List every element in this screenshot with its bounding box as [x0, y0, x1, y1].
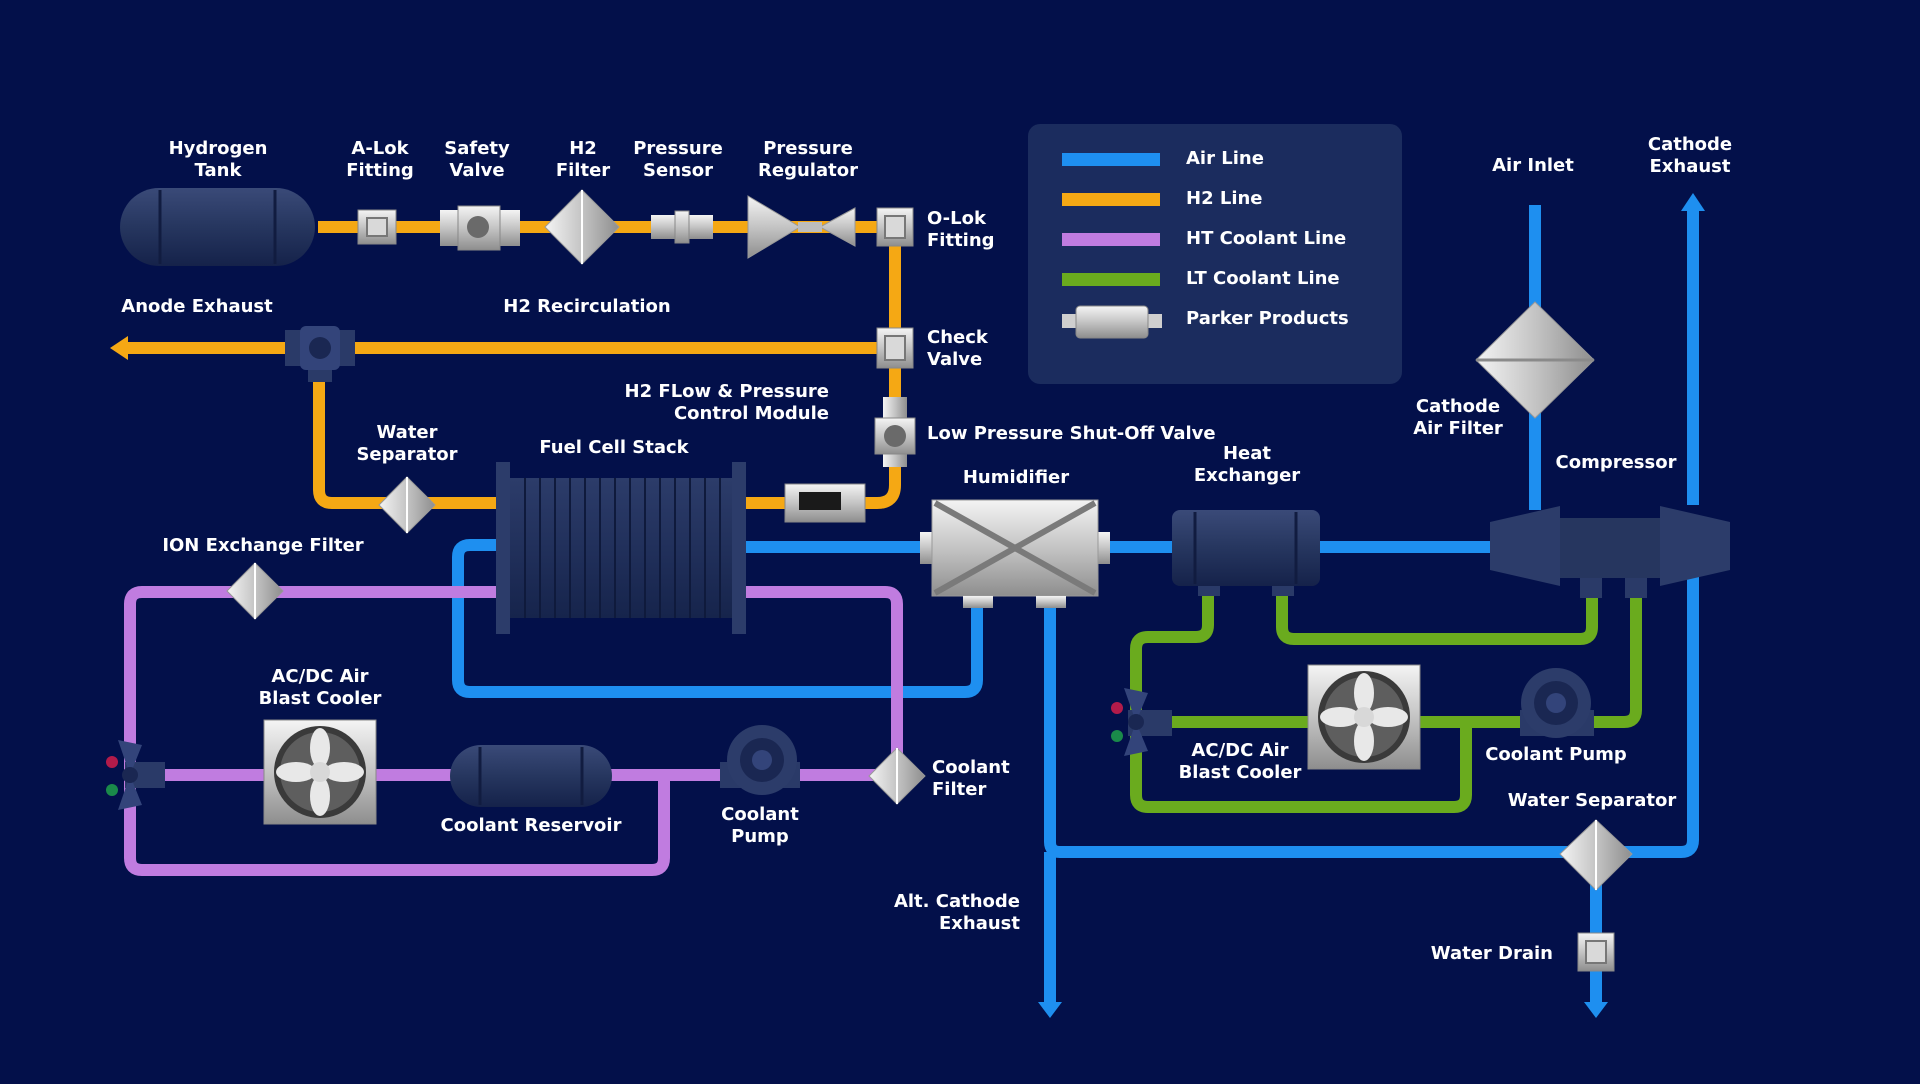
legend-swatch	[1062, 153, 1160, 166]
h2-supply-pipe	[318, 221, 901, 509]
cathode-air-filter[interactable]	[1475, 301, 1595, 419]
fuel-cell-stack[interactable]	[496, 462, 746, 634]
h2-flow-pressure-control-module[interactable]	[784, 483, 866, 523]
legend-item-ht-coolant-line: HT Coolant Line	[1028, 224, 1402, 254]
legend-swatch	[1062, 233, 1160, 246]
lt-cooling-fan-right[interactable]	[1111, 688, 1172, 756]
check-valve[interactable]	[876, 327, 914, 369]
legend: Air Line H2 Line HT Coolant Line LT Cool…	[1028, 124, 1402, 384]
ac-dc-air-blast-cooler-left[interactable]	[263, 719, 377, 825]
h2-recirculation-pump[interactable]	[285, 326, 355, 382]
ion-exchange-filter[interactable]	[226, 562, 284, 620]
water-drain[interactable]	[1577, 932, 1615, 972]
pressure-regulator[interactable]	[747, 195, 856, 259]
label-h2-recirculation: H2 Recirculation	[503, 296, 671, 317]
label-water-drain: Water Drain	[1430, 943, 1553, 964]
label-coolant-pump-right: Coolant Pump	[1485, 744, 1627, 765]
o-lok-fitting[interactable]	[876, 207, 914, 247]
coolant-filter[interactable]	[868, 747, 926, 805]
a-lok-fitting[interactable]	[357, 209, 397, 245]
legend-label: H2 Line	[1186, 188, 1263, 209]
label-low-pressure-valve: Low Pressure Shut-Off Valve	[927, 423, 1216, 444]
coolant-pump-right[interactable]	[1520, 668, 1594, 738]
legend-item-lt-coolant-line: LT Coolant Line	[1028, 264, 1402, 294]
pressure-sensor[interactable]	[651, 210, 713, 244]
humidifier[interactable]	[920, 499, 1110, 608]
legend-item-h2-line: H2 Line	[1028, 184, 1402, 214]
label-fuel-cell-stack: Fuel Cell Stack	[539, 437, 689, 458]
ac-dc-air-blast-cooler-right[interactable]	[1307, 664, 1421, 770]
legend-label: Air Line	[1186, 148, 1264, 169]
legend-label: HT Coolant Line	[1186, 228, 1347, 249]
lt-coolant-pump-return	[1600, 585, 1642, 728]
coolant-reservoir[interactable]	[450, 745, 612, 807]
heat-exchanger[interactable]	[1172, 510, 1320, 596]
legend-swatch	[1062, 273, 1160, 286]
legend-label: LT Coolant Line	[1186, 268, 1340, 289]
low-pressure-shut-off-valve[interactable]	[874, 397, 916, 467]
water-separator-left[interactable]	[378, 476, 436, 534]
air-return-pipe	[1044, 545, 1699, 858]
safety-valve[interactable]	[440, 205, 520, 251]
legend-item-air-line: Air Line	[1028, 144, 1402, 174]
lt-coolant-heat-exchanger-line	[1276, 585, 1598, 645]
ht-cooling-fan-left[interactable]	[106, 740, 165, 810]
label-air-inlet: Air Inlet	[1492, 155, 1574, 176]
compressor[interactable]	[1490, 506, 1730, 598]
label-coolant-reservoir: Coolant Reservoir	[440, 815, 622, 836]
legend-label: Parker Products	[1186, 308, 1349, 329]
label-ion-exchange-filter: ION Exchange Filter	[162, 535, 364, 556]
anode-exhaust-arrow-icon	[110, 336, 128, 360]
h2-filter[interactable]	[544, 189, 620, 265]
air-stack-loop-pipe	[452, 539, 983, 698]
label-compressor: Compressor	[1555, 452, 1677, 473]
alt-cathode-exhaust-arrow-icon	[1038, 1002, 1062, 1018]
h2-line-pipes	[125, 221, 901, 509]
water-drain-arrow-icon	[1584, 1002, 1608, 1018]
parker-product-icon	[1062, 305, 1162, 339]
label-anode-exhaust: Anode Exhaust	[121, 296, 273, 317]
legend-item-parker-products: Parker Products	[1028, 304, 1402, 339]
cathode-exhaust-arrow-icon	[1681, 193, 1705, 211]
coolant-pump-left[interactable]	[720, 725, 800, 795]
label-humidifier: Humidifier	[962, 467, 1070, 488]
hydrogen-tank[interactable]	[120, 188, 315, 266]
legend-swatch	[1062, 193, 1160, 206]
ht-coolant-stack-to-filter	[745, 586, 903, 760]
h2-water-separator-pipe	[313, 365, 500, 509]
water-separator-right[interactable]	[1559, 819, 1633, 891]
label-water-separator-right: Water Separator	[1507, 790, 1677, 811]
ht-coolant-outer-loop	[124, 586, 670, 876]
